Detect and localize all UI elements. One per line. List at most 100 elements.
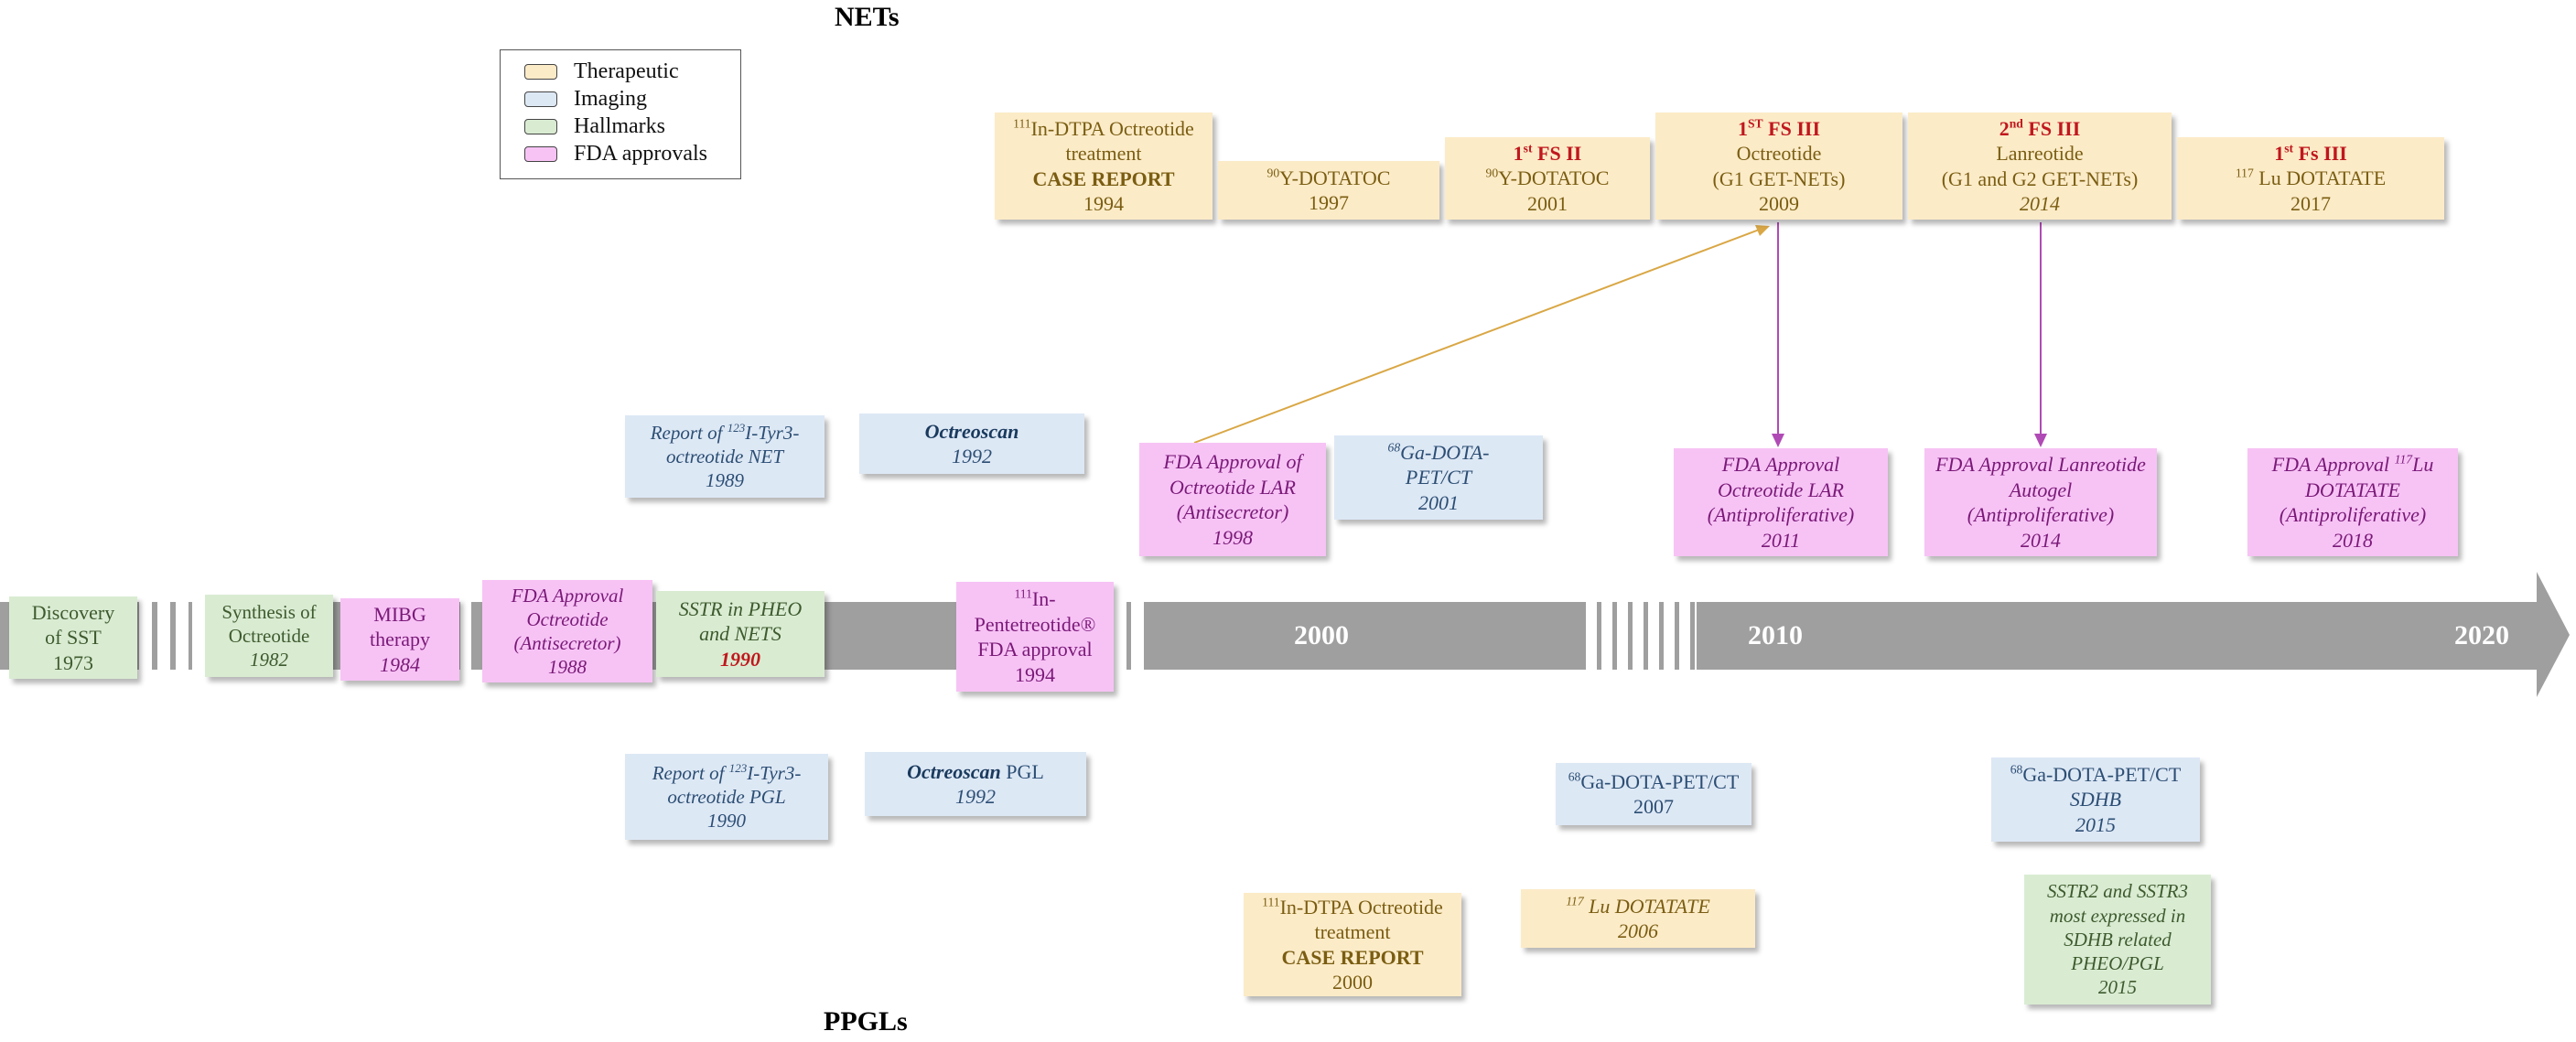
box-year: 1994 (1015, 662, 1055, 686)
box-text: DOTATATE (2305, 478, 2400, 501)
imaging-ga-dota-petct-2007: 68Ga-DOTA-PET/CT 2007 (1556, 763, 1751, 825)
box-text: (Antiproliferative) (1707, 503, 1855, 526)
phase: FS III (2028, 116, 2081, 140)
box-text: FDA approval (977, 638, 1093, 661)
isotope-sup: 123 (728, 760, 748, 775)
box-text: In-DTPA Octreotide (1279, 895, 1443, 918)
box-text: MIBG (373, 602, 426, 626)
box-line: FDA Approval 117Lu (2272, 452, 2434, 478)
box-text: Octreotide LAR (1718, 478, 1844, 501)
box-text: SDHB (2069, 788, 2122, 811)
case-report-label: CASE REPORT (1281, 945, 1424, 969)
box-text: treatment (1065, 142, 1142, 165)
box-text: Octreotide (526, 607, 609, 630)
isotope-sup: 68 (2010, 762, 2023, 777)
year-label-2020: 2020 (2454, 620, 2509, 650)
box-year: 2001 (1418, 490, 1459, 514)
box-year: 1994 (1083, 192, 1124, 215)
hallmark-discovery-sst-1973: Discovery of SST 1973 (9, 596, 137, 679)
fda-lu-dotatate-2018: FDA Approval 117Lu DOTATATE (Antiprolife… (2247, 448, 2458, 556)
ordinal: 1 (1513, 141, 1524, 165)
box-text: In-DTPA Octreotide (1030, 116, 1194, 140)
box-text: Report of (652, 761, 729, 784)
box-text: I-Tyr3- (747, 761, 802, 784)
box-text: SDHB related (2064, 928, 2172, 951)
fda-octreotide-lar-antisecretor-1998: FDA Approval of Octreotide LAR (Antisecr… (1139, 443, 1326, 556)
timeline-break (1114, 595, 1126, 677)
box-text: octreotide PGL (667, 785, 786, 808)
imaging-ga-dota-petct-sdhb-2015: 68Ga-DOTA-PET/CT SDHB 2015 (1991, 757, 2200, 842)
box-year: 2001 (1527, 191, 1568, 215)
fda-in-pentetreotide-1994: 111In- Pentetreotide® FDA approval 1994 (956, 582, 1114, 692)
legend-label: Therapeutic (574, 59, 679, 83)
trial-phase-label: 1st Fs III (2274, 141, 2347, 167)
box-text: Autogel (2009, 478, 2073, 501)
legend-item-imaging: Imaging (524, 87, 647, 112)
therapy-in-dtpa-octreotide-2000: 111In-DTPA Octreotide treatment CASE REP… (1244, 893, 1461, 996)
box-line: 111In-DTPA Octreotide (1013, 116, 1194, 142)
box-year: 2011 (1761, 528, 1801, 552)
box-text: FDA Approval (511, 584, 624, 607)
fda-octreotide-lar-antiproliferative-2011: FDA Approval Octreotide LAR (Antiprolife… (1674, 448, 1888, 556)
box-text: Ga-DOTA-PET/CT (2022, 762, 2182, 786)
imaging-report-123i-tyr3-net-1989: Report of 123I-Tyr3- octreotide NET 1989 (625, 415, 825, 498)
timeline-break (1131, 595, 1144, 677)
box-year: 2017 (2290, 191, 2331, 215)
timeline-break (1695, 595, 1697, 677)
therapy-lu-dotatate-2006: 117 Lu DOTATATE 2006 (1521, 889, 1755, 948)
hallmark-sstr-pheo-nets-1990: SSTR in PHEO and NETS 1990 (656, 591, 825, 677)
box-text: Octreotide (1736, 142, 1822, 165)
trial-phase-label: 1ST FS III (1738, 116, 1820, 142)
legend-item-therapeutic: Therapeutic (524, 59, 679, 84)
box-text: PGL (1000, 759, 1044, 783)
ppgls-title: PPGLs (824, 1006, 908, 1037)
box-year: 2018 (2333, 528, 2373, 552)
box-line: 90Y-DOTATOC (1486, 166, 1610, 191)
phase: Fs III (2298, 141, 2347, 165)
box-text: Y-DOTATOC (1279, 166, 1391, 189)
year-label-2010: 2010 (1748, 620, 1803, 650)
connector-arrowhead (1772, 434, 1784, 447)
box-text: of SST (45, 626, 102, 650)
imaging-ga-dota-petct-2001: 68Ga-DOTA- PET/CT 2001 (1334, 435, 1543, 520)
box-text: PET/CT (1405, 466, 1472, 489)
box-text: Y-DOTATOC (1498, 167, 1610, 190)
box-year: 1989 (706, 469, 744, 492)
box-text: I-Tyr3- (745, 421, 800, 444)
box-year: 2009 (1759, 192, 1799, 215)
box-text: (Antiproliferative) (2279, 503, 2427, 526)
box-line: 111In-DTPA Octreotide (1262, 895, 1443, 920)
legend-label: Hallmarks (574, 114, 665, 138)
box-year: 2014 (2021, 528, 2061, 552)
case-report-label: CASE REPORT (1032, 167, 1175, 190)
box-year: 2000 (1332, 971, 1373, 994)
timeline-break (139, 595, 152, 677)
timeline-break (1586, 595, 1597, 677)
box-text: FDA Approval of (1163, 450, 1302, 473)
legend-label: Imaging (574, 87, 647, 111)
box-text: (Antisecretor) (513, 632, 621, 654)
timeline-break (157, 595, 170, 677)
box-text: treatment (1314, 920, 1391, 943)
isotope-sup: 117 (2235, 166, 2254, 180)
legend-item-hallmarks: Hallmarks (524, 114, 665, 139)
box-text: octreotide NET (665, 445, 784, 467)
legend-item-fda: FDA approvals (524, 142, 707, 167)
connector-octreotide-lar-to-fs3 (1193, 228, 1762, 444)
isotope-sup: 90 (1266, 166, 1280, 180)
box-text: In- (1031, 587, 1056, 610)
trial-phase-label: 1st FS II (1514, 141, 1582, 167)
box-text: Report of (650, 421, 728, 444)
fda-mibg-therapy-1984: MIBG therapy 1984 (340, 598, 459, 681)
timeline-break (1679, 595, 1690, 677)
imaging-octreoscan-1992: Octreoscan 1992 (859, 414, 1084, 474)
box-year: 1973 (53, 650, 93, 674)
timeline-break (176, 595, 189, 677)
legend-swatch (524, 119, 557, 134)
box-year: 2007 (1633, 795, 1674, 818)
ordinal-sup: st (2284, 141, 2294, 156)
box-line: 68Ga-DOTA- (1388, 440, 1490, 466)
legend-swatch (524, 91, 557, 107)
box-text: Lanreotide (1996, 142, 2084, 165)
box-text: Lu (2412, 453, 2434, 476)
